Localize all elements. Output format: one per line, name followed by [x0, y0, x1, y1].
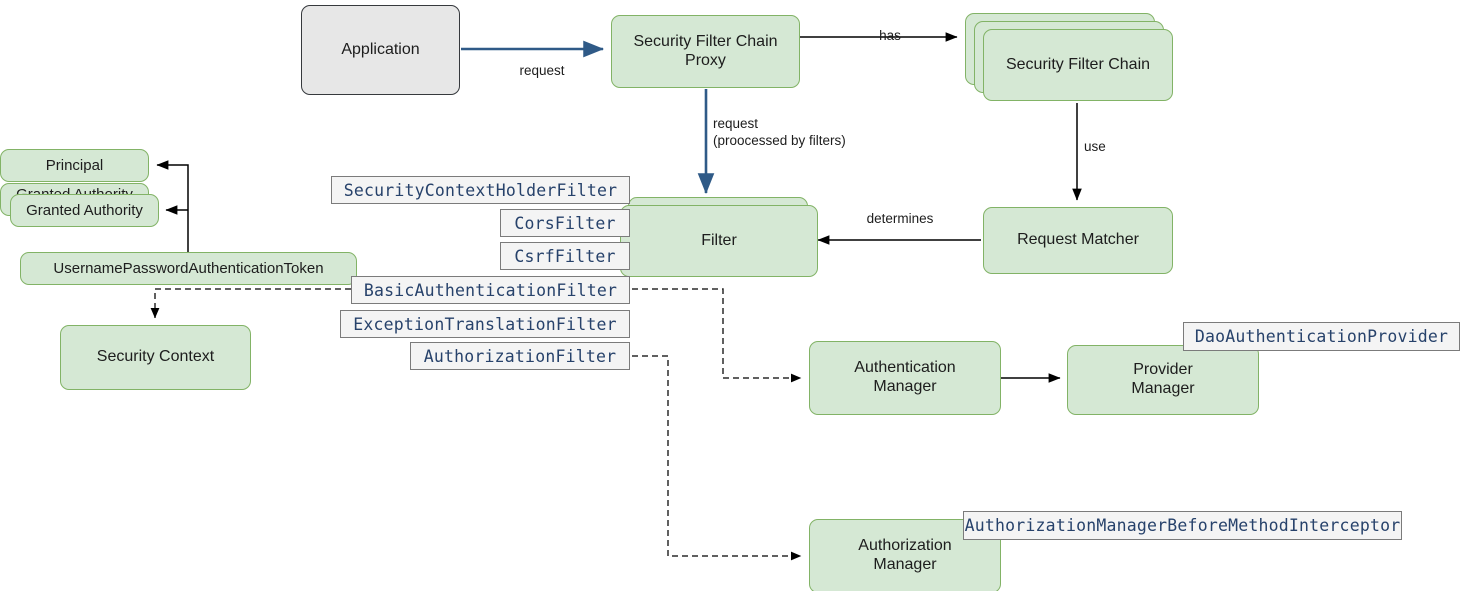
badge-csrf-filter[interactable]: CsrfFilter: [500, 242, 630, 270]
node-provider-manager[interactable]: Provider Manager: [1067, 345, 1259, 415]
badge-dao-authentication-provider[interactable]: DaoAuthenticationProvider: [1183, 322, 1460, 351]
node-authentication-manager[interactable]: Authentication Manager: [809, 341, 1001, 415]
node-application[interactable]: Application: [301, 5, 460, 95]
badge-exception-translation-filter[interactable]: ExceptionTranslationFilter: [340, 310, 630, 338]
node-principal[interactable]: Principal: [0, 149, 149, 182]
badge-security-context-holder-filter[interactable]: SecurityContextHolderFilter: [331, 176, 630, 204]
edge-token-to-principal: [156, 160, 189, 253]
badge-authorization-manager-before-method-interceptor[interactable]: AuthorizationManagerBeforeMethodIntercep…: [963, 511, 1402, 540]
node-username-password-authentication-token[interactable]: UsernamePasswordAuthenticationToken: [20, 252, 357, 285]
node-granted-authority[interactable]: Granted Authority: [10, 194, 159, 227]
node-filter[interactable]: Filter: [620, 205, 818, 277]
badge-authorization-filter[interactable]: AuthorizationFilter: [410, 342, 630, 370]
node-request-matcher[interactable]: Request Matcher: [983, 207, 1173, 274]
node-security-filter-chain[interactable]: Security Filter Chain: [983, 29, 1173, 101]
node-security-context[interactable]: Security Context: [60, 325, 251, 390]
node-security-filter-chain-proxy[interactable]: Security Filter Chain Proxy: [611, 15, 800, 88]
edge-authorization-filter-to-authorization-manager: [632, 355, 802, 561]
badge-cors-filter[interactable]: CorsFilter: [500, 209, 630, 237]
badge-basic-authentication-filter[interactable]: BasicAuthenticationFilter: [351, 276, 630, 304]
edge-basic-auth-filter-to-security-context: [150, 288, 351, 319]
edge-basic-auth-filter-to-authentication-manager: [632, 288, 802, 383]
